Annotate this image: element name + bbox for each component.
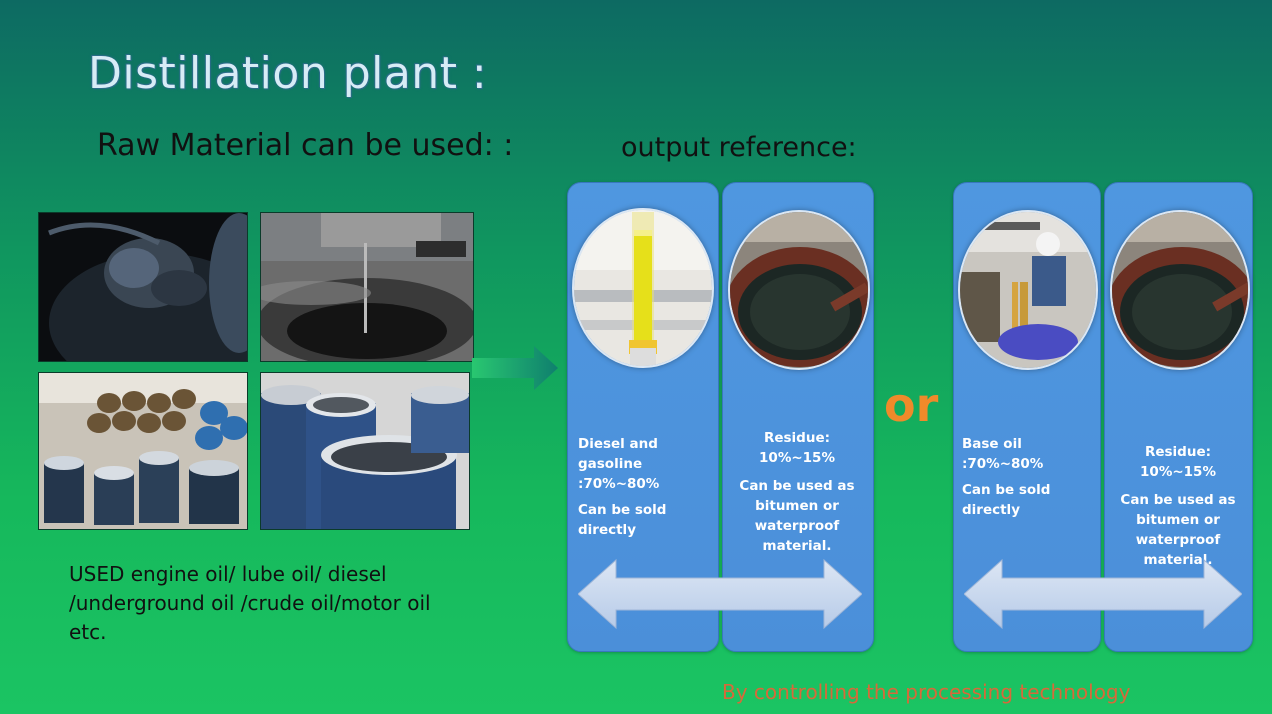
sale-note: Can be sold directly (578, 502, 667, 538)
right-arrow-icon (472, 346, 558, 390)
double-arrow-icon (578, 558, 862, 630)
photo-oily-hands (38, 212, 248, 362)
yield-line: gasoline :70%~80% (578, 456, 660, 492)
residue-text-2: Residue: 10%~15% Can be used as bitumen … (1110, 442, 1246, 570)
or-label: or (884, 378, 939, 432)
usage-line: waterproof (1135, 532, 1221, 548)
yield-line: Diesel and (578, 436, 658, 452)
yield-line: Residue: 10%~15% (1140, 444, 1216, 480)
raw-material-caption: USED engine oil/ lube oil/ diesel /under… (69, 560, 449, 647)
diesel-yield-text: Diesel and gasoline :70%~80% Can be sold… (578, 434, 714, 540)
footer-note: By controlling the processing technology (722, 680, 1131, 704)
usage-line: bitumen or (1136, 512, 1220, 528)
sale-note: Can be sold directly (962, 482, 1051, 518)
double-arrow-icon (964, 558, 1242, 630)
residue-drum-photo (728, 210, 870, 370)
photo-blue-drums (260, 372, 470, 530)
raw-material-heading: Raw Material can be used: : (97, 128, 514, 163)
usage-line: bitumen or (755, 498, 839, 514)
usage-line: Can be used as (739, 478, 855, 494)
base-oil-worker-photo (958, 210, 1098, 370)
usage-line: Can be used as (1120, 492, 1236, 508)
usage-line: waterproof (754, 518, 840, 534)
photo-oil-drain (260, 212, 474, 362)
caption-line: /underground oil /crude oil/motor oil (69, 591, 431, 615)
caption-line: etc. (69, 620, 107, 644)
yield-line: Base oil :70%~80% (962, 436, 1044, 472)
photo-oil-drums-yard (38, 372, 248, 530)
slide-title: Distillation plant : (88, 48, 488, 99)
diesel-cylinder-photo (572, 208, 714, 368)
residue-text: Residue: 10%~15% Can be used as bitumen … (728, 428, 866, 556)
usage-line: material. (1143, 552, 1213, 568)
usage-line: material. (762, 538, 832, 554)
yield-line: Residue: 10%~15% (759, 430, 835, 466)
output-reference-heading: output reference: (621, 132, 857, 163)
caption-line: USED engine oil/ lube oil/ diesel (69, 562, 387, 586)
base-oil-yield-text: Base oil :70%~80% Can be sold directly (962, 434, 1096, 520)
residue-drum-photo-2 (1110, 210, 1250, 370)
